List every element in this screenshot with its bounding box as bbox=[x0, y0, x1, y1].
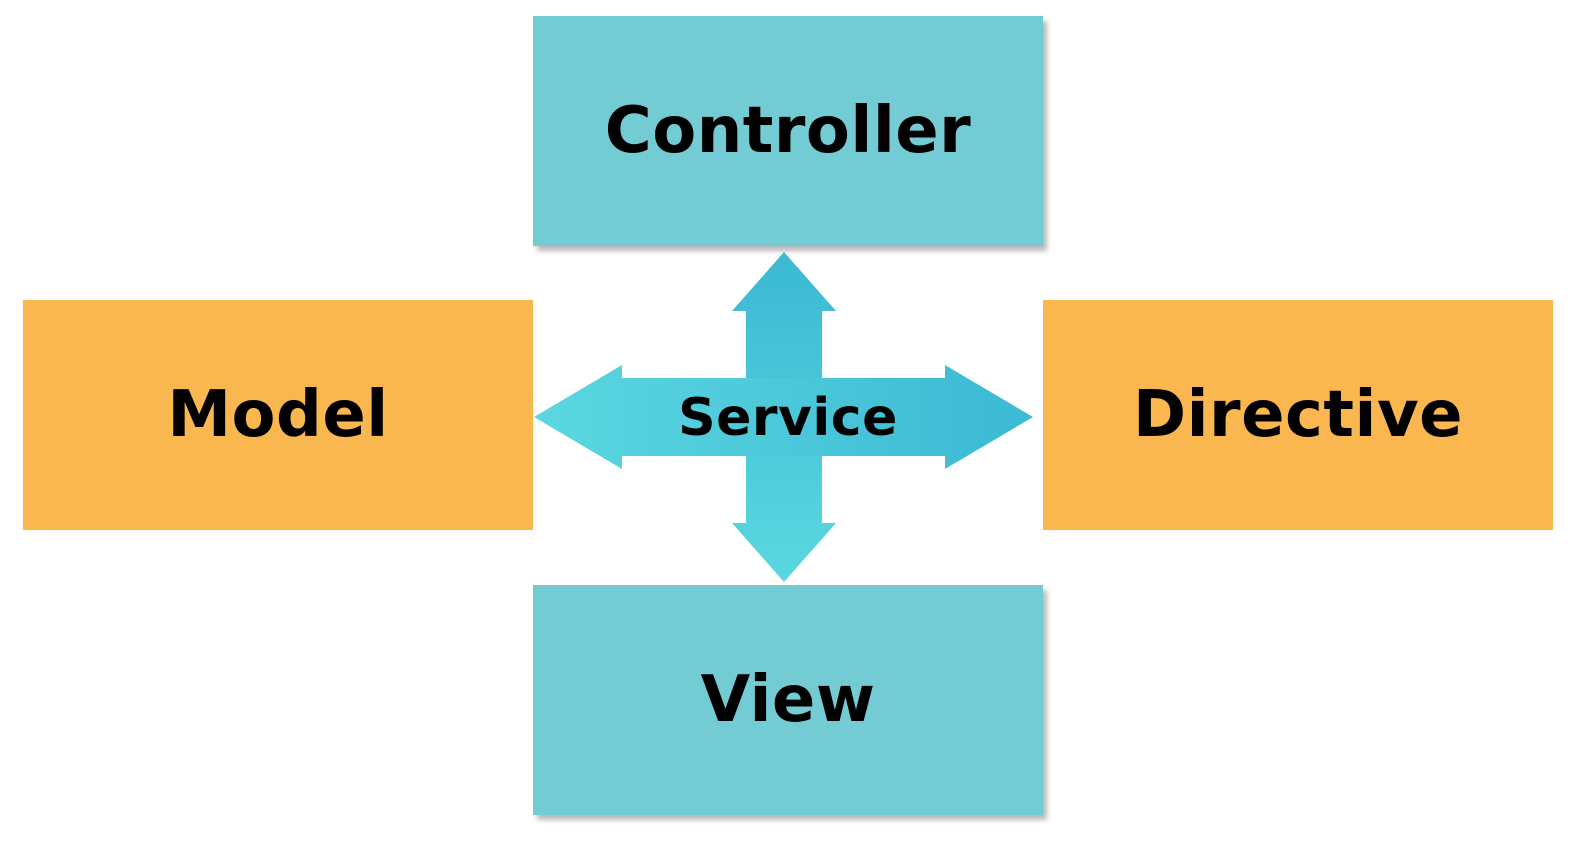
view-box: View bbox=[533, 585, 1043, 815]
directive-box: Directive bbox=[1043, 300, 1553, 530]
model-box: Model bbox=[23, 300, 533, 530]
service-label: Service bbox=[678, 388, 898, 448]
controller-box: Controller bbox=[533, 16, 1043, 246]
view-label: View bbox=[700, 663, 876, 737]
controller-label: Controller bbox=[604, 94, 972, 168]
horizontal-double-arrow bbox=[534, 365, 1033, 469]
directive-label: Directive bbox=[1132, 378, 1464, 452]
model-label: Model bbox=[167, 378, 389, 452]
